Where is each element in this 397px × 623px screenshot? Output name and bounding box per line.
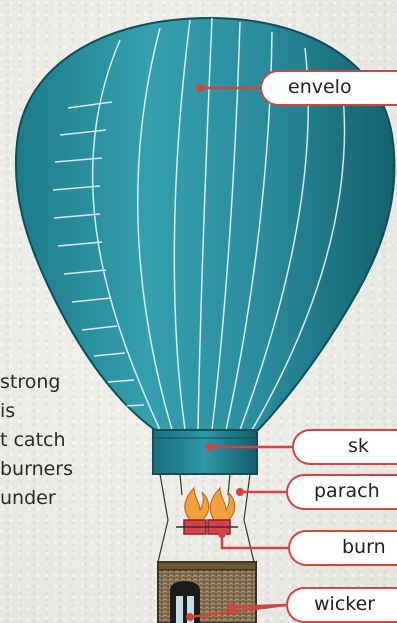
flames [185,488,235,520]
label-parachute: parach [286,474,397,510]
label-skirt-text: sk [348,435,369,457]
label-parachute-text: parach [314,480,380,502]
skirt-shape [153,430,257,474]
label-wicker: wicker [286,587,397,623]
label-skirt: sk [292,429,397,465]
label-envelope-text: envelo [288,76,352,98]
label-burners-text: burn [342,536,386,558]
label-wicker-text: wicker [314,593,375,615]
burners [176,520,238,534]
label-envelope: envelo [260,70,397,106]
label-burners: burn [288,530,397,566]
